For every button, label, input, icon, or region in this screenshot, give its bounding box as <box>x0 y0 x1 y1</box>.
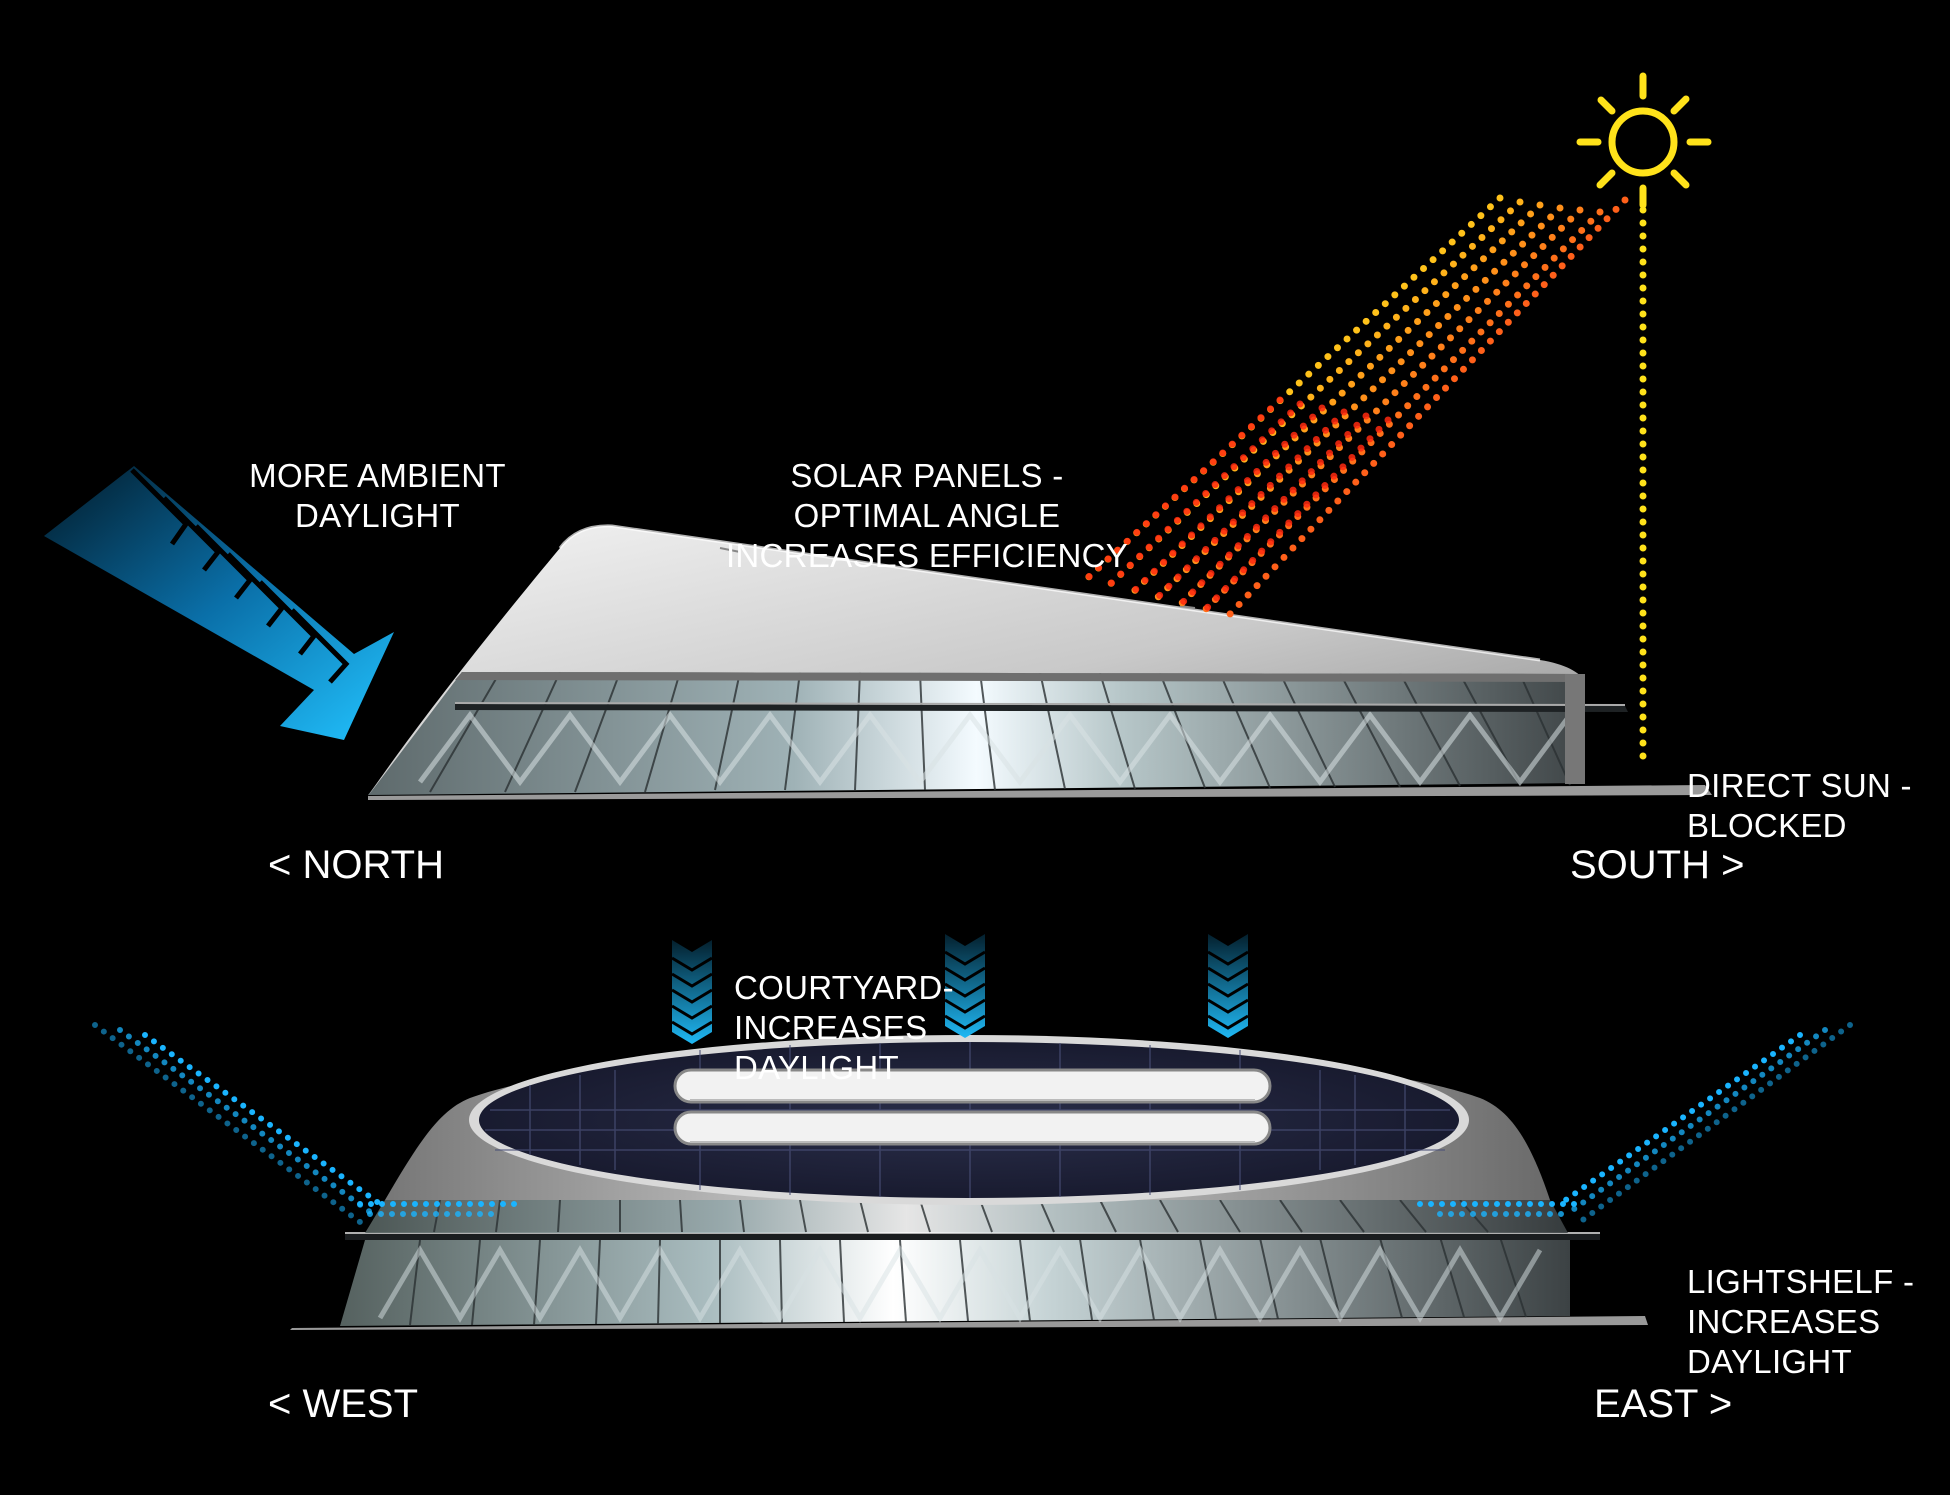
base-slab-2 <box>290 1316 1648 1330</box>
sun-icon <box>1576 72 1712 209</box>
east-direction: EAST > <box>1594 1382 1733 1426</box>
direct-sun-label: DIRECT SUN -BLOCKED <box>1687 767 1912 844</box>
north-direction: < NORTH <box>268 843 444 887</box>
glazed-facade-2 <box>340 1236 1570 1326</box>
west-direction: < WEST <box>268 1382 419 1426</box>
light-shelf <box>455 704 1628 712</box>
courtyard-skylight-2 <box>673 1110 1272 1146</box>
light-shelf-2 <box>345 1234 1600 1240</box>
section-building <box>368 524 1712 800</box>
sloped-roof <box>368 525 1585 796</box>
elevation-building <box>290 1035 1648 1330</box>
courtyard-arrow-icon <box>671 940 713 1044</box>
courtyard-arrow-icon <box>1207 934 1249 1038</box>
chevron-arrow-icon <box>44 466 394 740</box>
south-direction: SOUTH > <box>1570 843 1745 887</box>
base-slab <box>368 785 1712 800</box>
lightshelf-rays <box>92 1022 1853 1225</box>
courtyard-arrow-icon <box>944 934 986 1038</box>
courtyard-skylight-1 <box>673 1068 1272 1104</box>
